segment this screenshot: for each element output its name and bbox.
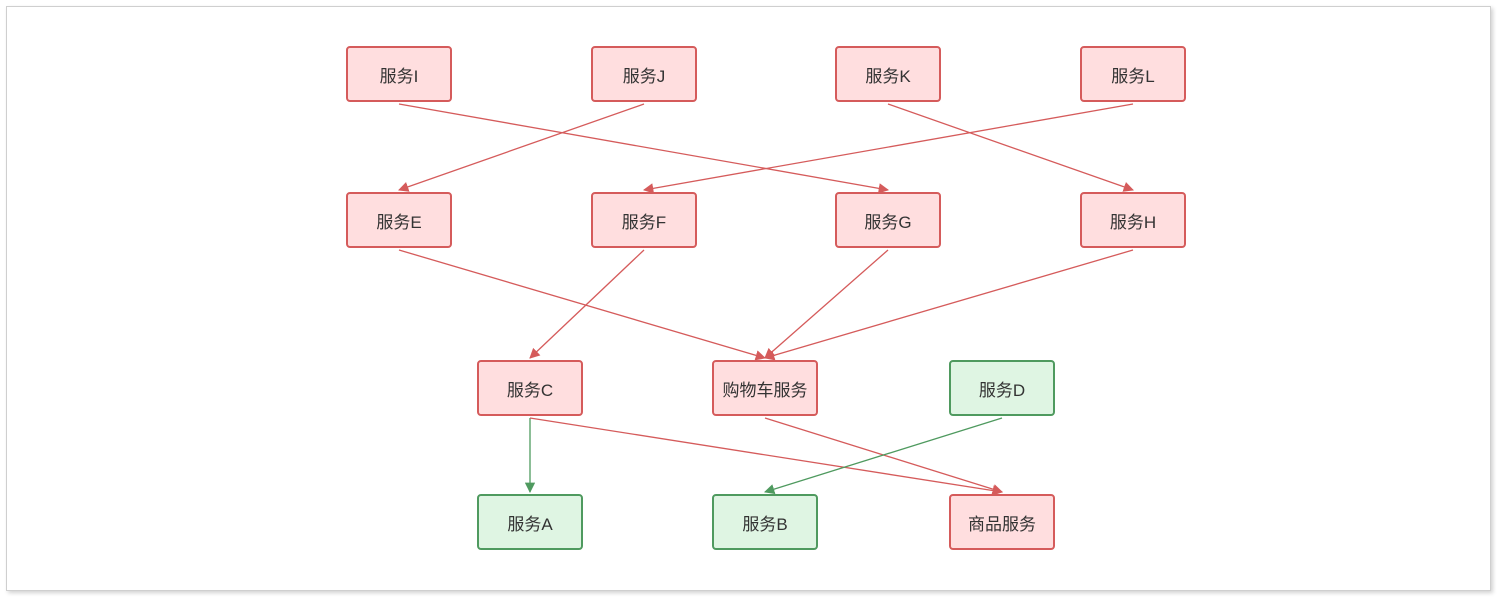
node-cart-service[interactable]: 购物车服务 xyxy=(712,360,818,416)
node-label: 商品服务 xyxy=(968,514,1036,534)
node-service-f[interactable]: 服务F xyxy=(591,192,697,248)
node-service-i[interactable]: 服务I xyxy=(346,46,452,102)
node-label: 服务G xyxy=(864,212,912,232)
node-service-a[interactable]: 服务A xyxy=(477,494,583,550)
edge-H-to-cart xyxy=(764,249,1134,361)
edge-C-to-product xyxy=(529,417,1004,496)
node-label: 服务L xyxy=(1111,66,1155,86)
node-label: 购物车服务 xyxy=(722,380,808,400)
node-service-b[interactable]: 服务B xyxy=(712,494,818,550)
node-service-d[interactable]: 服务D xyxy=(949,360,1055,416)
node-label: 服务D xyxy=(978,380,1026,400)
node-service-e[interactable]: 服务E xyxy=(346,192,452,248)
node-service-h[interactable]: 服务H xyxy=(1080,192,1186,248)
node-label: 服务A xyxy=(507,514,553,534)
edge-J-to-E xyxy=(398,103,645,192)
node-service-g[interactable]: 服务G xyxy=(835,192,941,248)
edge-D-to-B xyxy=(764,417,1003,495)
edge-L-to-F xyxy=(642,103,1134,194)
node-service-j[interactable]: 服务J xyxy=(591,46,697,102)
node-label: 服务H xyxy=(1109,212,1157,232)
node-label: 服务E xyxy=(376,212,422,232)
node-label: 服务K xyxy=(865,66,911,86)
edge-K-to-H xyxy=(887,103,1134,192)
node-service-l[interactable]: 服务L xyxy=(1080,46,1186,102)
node-label: 服务C xyxy=(506,380,554,400)
node-label: 服务F xyxy=(621,212,667,232)
node-service-c[interactable]: 服务C xyxy=(477,360,583,416)
edge-G-to-cart xyxy=(764,249,889,359)
node-label: 服务J xyxy=(622,66,666,86)
node-service-k[interactable]: 服务K xyxy=(835,46,941,102)
node-label: 服务B xyxy=(742,514,788,534)
node-label: 服务I xyxy=(379,66,419,86)
edge-I-to-G xyxy=(398,103,890,194)
edge-F-to-C xyxy=(529,249,645,359)
edge-E-to-cart xyxy=(398,249,766,361)
diagram-frame xyxy=(6,6,1491,591)
node-product-service[interactable]: 商品服务 xyxy=(949,494,1055,550)
